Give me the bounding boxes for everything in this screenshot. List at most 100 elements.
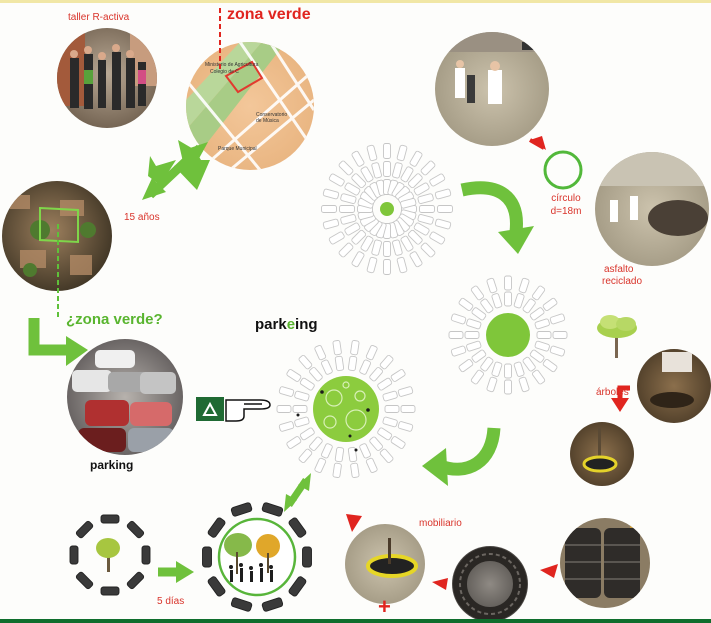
parked-car <box>334 446 345 463</box>
parked-car <box>549 313 566 325</box>
map-text-5: de Música <box>256 118 279 124</box>
parking-photo <box>67 339 183 455</box>
parked-car <box>351 251 365 268</box>
parked-car <box>332 340 342 356</box>
red-arrow-4 <box>432 578 448 590</box>
parked-car <box>377 427 393 441</box>
parked-car <box>532 285 546 301</box>
parked-car <box>322 218 340 230</box>
red-arrow-3 <box>346 514 362 532</box>
pointing-hand-icon <box>225 399 271 422</box>
ring-car <box>126 571 145 590</box>
parked-car <box>314 345 327 361</box>
ring-car <box>207 517 226 538</box>
parked-car <box>417 214 434 225</box>
tyre-stack-photo <box>560 518 650 608</box>
parked-car <box>350 340 360 356</box>
parked-car <box>400 166 414 183</box>
parked-car <box>360 235 374 252</box>
parked-car <box>322 188 340 200</box>
parked-car <box>429 173 446 187</box>
parked-car <box>552 331 568 339</box>
label-diametro: d=18m <box>550 206 582 217</box>
bottom-border <box>0 619 711 623</box>
parked-car <box>379 448 394 464</box>
parked-car <box>351 173 367 189</box>
parked-car <box>486 277 498 294</box>
parked-car <box>450 345 467 357</box>
label-15-anos: 15 años <box>124 212 160 223</box>
parked-car <box>392 239 403 256</box>
parked-car <box>294 390 310 402</box>
planting-photo <box>637 349 711 423</box>
parked-car <box>400 405 416 413</box>
arrow-to-parking <box>28 318 70 356</box>
parked-car <box>390 369 406 382</box>
car-ring-tree <box>202 502 312 612</box>
ring-car <box>261 502 284 517</box>
parked-car <box>450 313 467 325</box>
arrow-curve-1 <box>460 181 523 233</box>
parked-car <box>344 222 361 236</box>
parked-car <box>491 293 503 309</box>
parked-car <box>276 405 292 413</box>
parked-car <box>339 205 355 213</box>
red-arrow-5 <box>540 564 558 578</box>
parked-car <box>504 275 512 291</box>
tyre-photo <box>452 546 528 622</box>
parked-car <box>382 390 398 402</box>
ring-car <box>230 597 253 612</box>
parked-car <box>409 251 423 268</box>
parked-car <box>369 436 383 451</box>
parked-car <box>400 198 417 209</box>
mobiliario-photo <box>345 524 425 604</box>
parked-car <box>471 349 487 363</box>
parked-car <box>334 355 345 372</box>
parked-car <box>434 188 452 200</box>
parked-car <box>383 161 391 177</box>
ring-car <box>288 576 307 597</box>
parked-car <box>409 150 423 167</box>
parked-car <box>309 367 323 382</box>
top-border <box>0 0 711 3</box>
parked-car <box>338 160 354 176</box>
parked-car <box>286 369 302 382</box>
parked-car <box>299 427 315 441</box>
parked-car <box>534 340 550 352</box>
label-plus: + <box>378 594 391 619</box>
ring-1-tree <box>96 538 120 572</box>
parked-car <box>420 242 436 258</box>
parked-car <box>347 446 358 463</box>
parkeing-part-1: park <box>255 316 287 333</box>
parked-car <box>437 205 453 213</box>
parked-car <box>471 307 487 321</box>
parked-car <box>397 386 414 397</box>
parked-car <box>383 259 391 275</box>
ring-car <box>75 571 94 590</box>
parked-car <box>464 331 480 339</box>
parked-car <box>390 436 406 449</box>
parked-car <box>377 377 393 391</box>
ring-car <box>141 545 151 565</box>
parked-car <box>480 356 494 372</box>
parked-car <box>486 376 498 393</box>
arrow-curve-2 <box>437 427 501 476</box>
parked-car <box>529 349 545 363</box>
parked-car <box>321 205 337 213</box>
parked-car <box>328 173 345 187</box>
parked-car <box>513 361 525 377</box>
parkeing-part-2: e <box>286 316 296 333</box>
parking-radial-3 <box>276 340 416 478</box>
parked-car <box>359 443 371 459</box>
parked-car <box>534 318 550 330</box>
label-asfalto: asfalto <box>604 264 634 275</box>
parked-car <box>396 144 408 162</box>
parked-car <box>328 231 345 245</box>
parked-car <box>365 345 378 361</box>
ring-car <box>230 502 253 517</box>
parked-car <box>504 291 512 307</box>
ring-car <box>75 520 94 539</box>
parked-car <box>536 331 552 339</box>
